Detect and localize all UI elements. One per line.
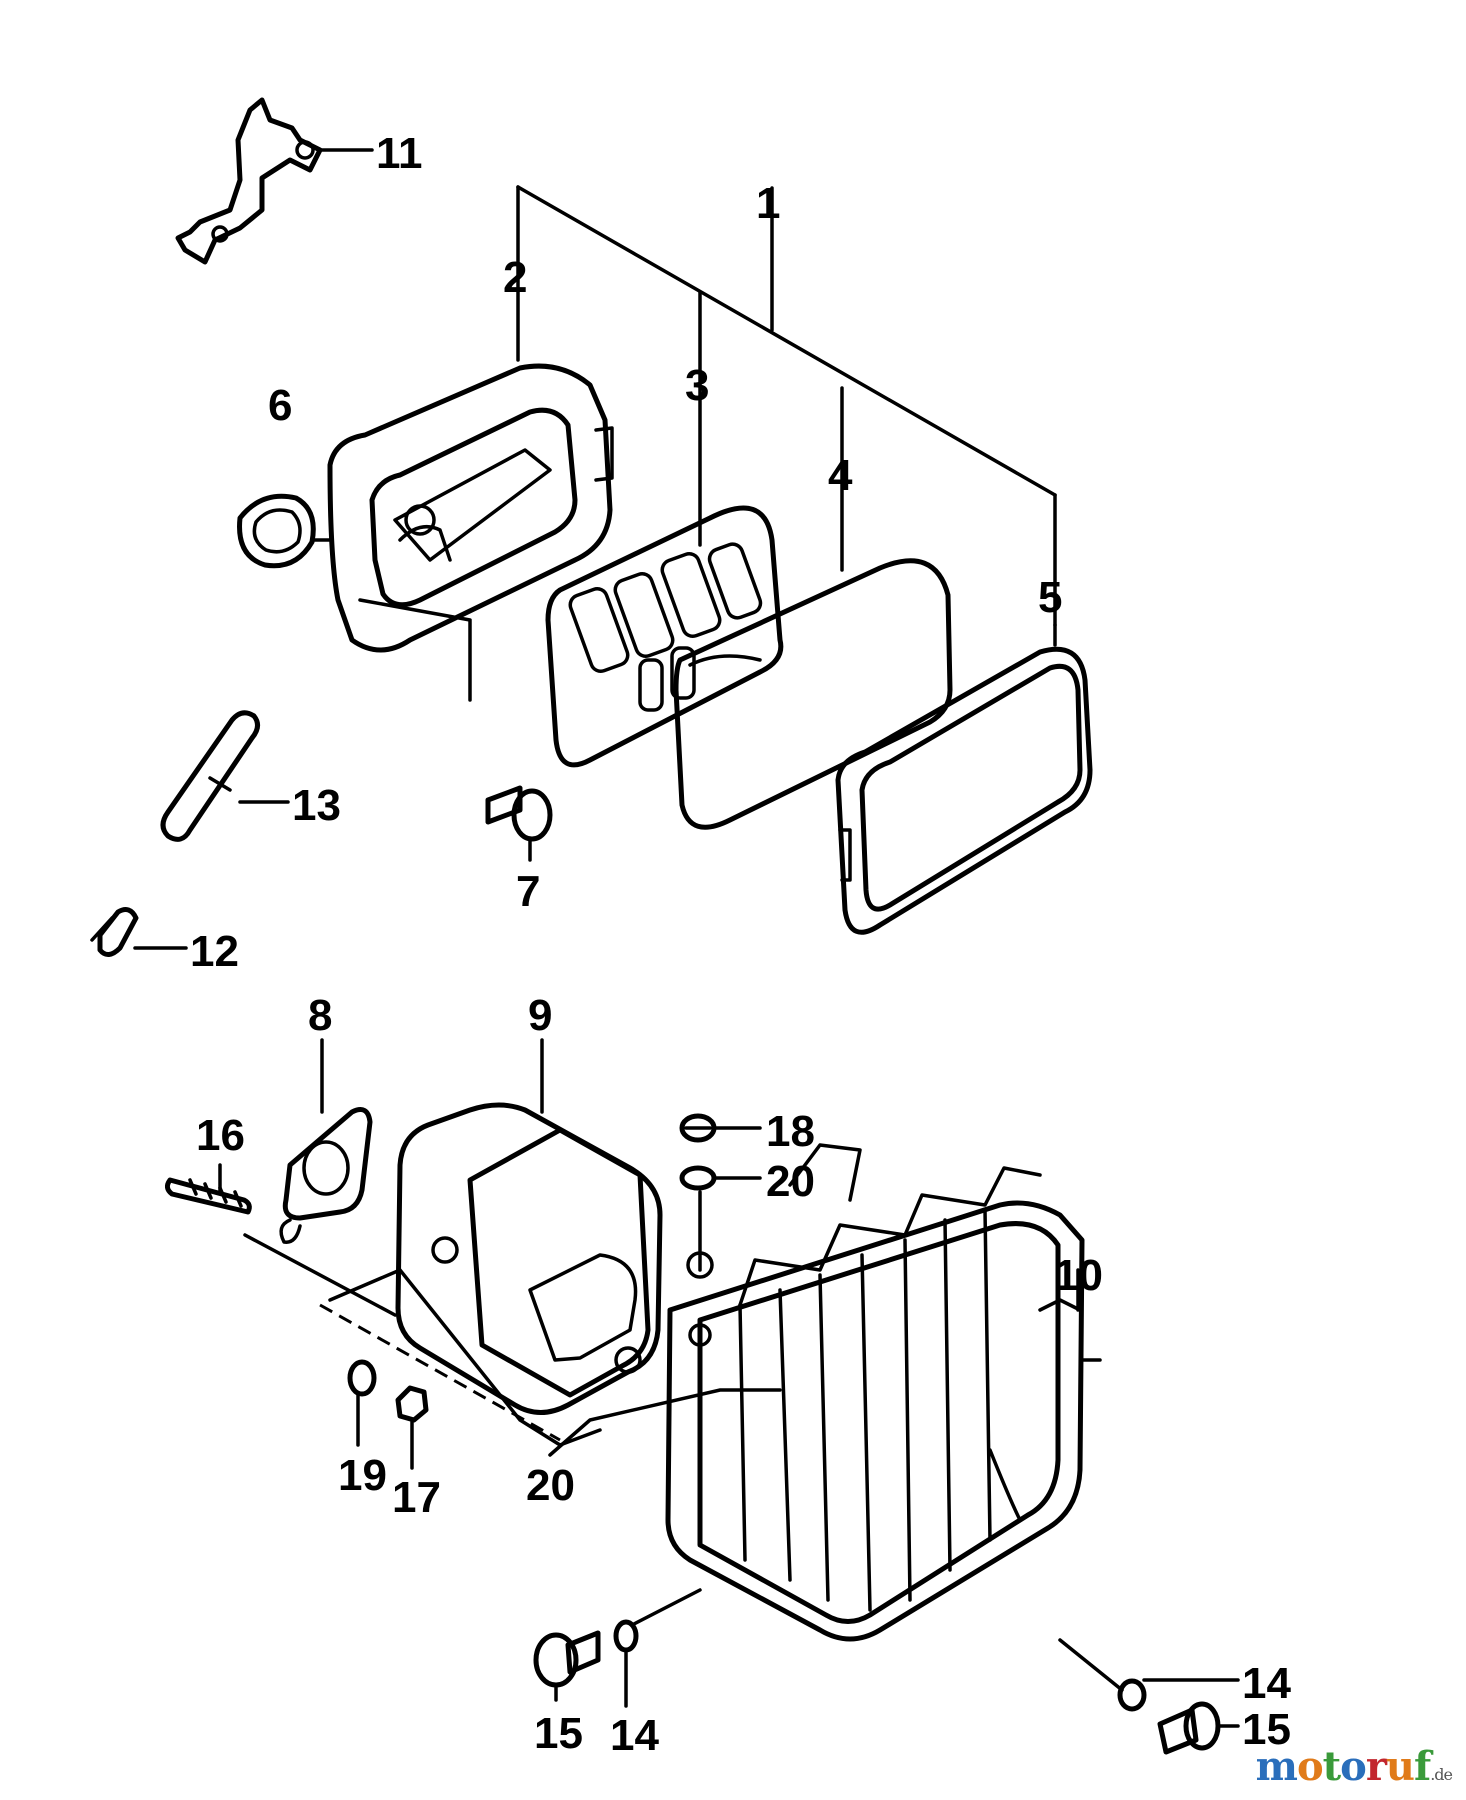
watermark-letter: u bbox=[1385, 1743, 1415, 1790]
callout-15-right: 15 bbox=[1242, 1705, 1291, 1754]
callout-15-left: 15 bbox=[534, 1709, 583, 1758]
part-7-screw bbox=[485, 785, 553, 862]
part-8-gasket bbox=[279, 1038, 373, 1244]
callout-3: 3 bbox=[685, 361, 709, 410]
motoruf-watermark: motoruf.de bbox=[1255, 1743, 1453, 1790]
callout-1: 1 bbox=[756, 179, 780, 228]
part-12-clip bbox=[90, 907, 188, 957]
callout-14-right: 14 bbox=[1242, 1659, 1291, 1708]
callout-18: 18 bbox=[766, 1107, 815, 1156]
part-20-bottom-leader bbox=[548, 1388, 782, 1457]
callout-9: 9 bbox=[528, 991, 552, 1040]
part-13-rod bbox=[160, 710, 290, 842]
part-20-washer-top bbox=[679, 1165, 762, 1272]
watermark-letter: o bbox=[1340, 1743, 1367, 1790]
assembly-1-bracket-lines bbox=[516, 185, 1057, 627]
part-6-gasket bbox=[237, 493, 332, 569]
callout-19: 19 bbox=[338, 1451, 387, 1500]
watermark-letter: o bbox=[1296, 1743, 1324, 1790]
part-18-nut bbox=[679, 1113, 762, 1143]
callout-12: 12 bbox=[190, 927, 239, 976]
callout-14-left: 14 bbox=[610, 1711, 659, 1760]
part-4-foam-filter bbox=[673, 558, 953, 830]
part-9-muffler bbox=[243, 1038, 663, 1447]
callout-4: 4 bbox=[828, 451, 853, 500]
watermark-suffix: .de bbox=[1430, 1765, 1453, 1784]
callout-20-top: 20 bbox=[766, 1157, 815, 1206]
callout-labels: 1 2 3 4 5 6 7 8 9 10 11 12 13 14 14 15 1… bbox=[190, 129, 1291, 1760]
part-15-bolt-right bbox=[1157, 1701, 1240, 1755]
callout-10: 10 bbox=[1054, 1251, 1103, 1300]
watermark-letter: m bbox=[1255, 1743, 1298, 1790]
watermark-letter: r bbox=[1365, 1743, 1387, 1790]
part-16-stud bbox=[164, 1163, 252, 1215]
part-11-bracket bbox=[175, 97, 323, 265]
part-5-cover bbox=[835, 646, 1093, 935]
callout-8: 8 bbox=[308, 991, 332, 1040]
callout-13: 13 bbox=[292, 781, 341, 830]
part-10-guard-cage bbox=[665, 1143, 1102, 1642]
part-15-bolt-left bbox=[533, 1630, 601, 1702]
callout-11: 11 bbox=[376, 129, 423, 178]
callout-20-bottom: 20 bbox=[526, 1461, 575, 1510]
callout-5: 5 bbox=[1038, 573, 1062, 622]
callout-2: 2 bbox=[503, 253, 527, 302]
watermark-letter: f bbox=[1413, 1743, 1431, 1790]
watermark-letter: t bbox=[1322, 1743, 1342, 1790]
part-19-washer bbox=[347, 1359, 377, 1447]
part-3-filter-frame bbox=[545, 505, 784, 768]
callout-6: 6 bbox=[268, 381, 292, 430]
callout-17: 17 bbox=[392, 1473, 441, 1522]
part-17-nut bbox=[395, 1385, 429, 1470]
callout-16: 16 bbox=[196, 1111, 245, 1160]
part-2-filter-housing bbox=[327, 363, 614, 702]
callout-7: 7 bbox=[516, 867, 540, 916]
part-14-washer-right bbox=[1058, 1638, 1240, 1712]
part-14-washer-left bbox=[613, 1588, 702, 1708]
